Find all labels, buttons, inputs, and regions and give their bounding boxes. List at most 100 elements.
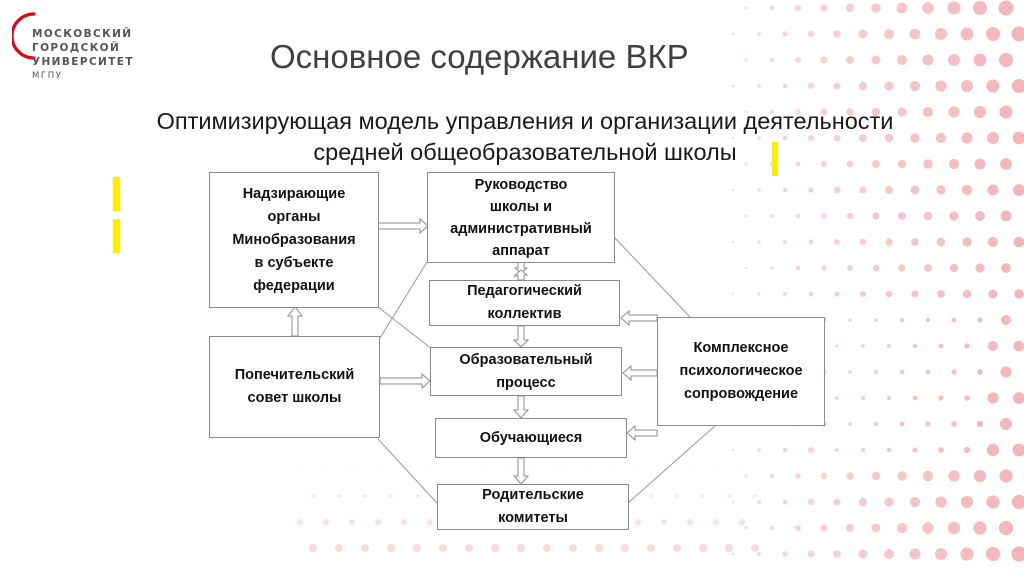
- decor-dot: [820, 108, 828, 116]
- decor-dot: [1013, 392, 1024, 404]
- decor-dot: [833, 498, 841, 506]
- decor-dot: [860, 291, 866, 297]
- decor-dot: [673, 544, 681, 552]
- arrow-trustees-to-supervisory: [286, 306, 304, 337]
- arrow-pedagogical-to-management: [514, 269, 529, 281]
- decor-dot: [887, 344, 891, 348]
- decor-dot: [896, 522, 908, 534]
- node-school-management: Руководство школы и административный апп…: [427, 172, 615, 263]
- slide-title: Основное содержание ВКР: [270, 38, 689, 75]
- decor-dot: [986, 495, 1000, 509]
- decor-dot: [886, 395, 892, 401]
- arrow-pedagogical-to-process: [512, 325, 530, 348]
- decor-dot: [731, 448, 735, 452]
- decor-dot: [770, 266, 774, 270]
- decor-dot: [833, 30, 841, 38]
- decor-dot: [884, 133, 894, 143]
- decor-dot: [923, 159, 933, 169]
- node-text-line: комитеты: [498, 510, 568, 526]
- decor-dot: [848, 422, 852, 426]
- decor-dot: [846, 56, 854, 64]
- decor-dot: [569, 544, 577, 552]
- decor-dot: [833, 134, 841, 142]
- decor-dot: [987, 392, 999, 404]
- decor-dot: [808, 187, 814, 193]
- node-educational-process: Образовательный процесс: [430, 347, 622, 396]
- decor-dot: [859, 238, 867, 246]
- decor-dot: [909, 496, 921, 508]
- decor-dot: [821, 265, 827, 271]
- decor-dot: [323, 519, 329, 525]
- decor-dot: [731, 552, 735, 556]
- decor-dot: [429, 469, 431, 471]
- arrow-process-to-students: [512, 395, 530, 419]
- decor-dot: [975, 211, 985, 221]
- decor-dot: [689, 469, 691, 471]
- node-text-line: Надзирающие: [242, 185, 346, 202]
- decor-dot: [935, 28, 947, 40]
- decor-dot: [757, 84, 761, 88]
- decor-dot: [1000, 158, 1012, 170]
- arrow-psych-to-pedagogical: [620, 309, 658, 327]
- decor-dot: [884, 549, 894, 559]
- decor-dot: [909, 28, 921, 40]
- logo-line-1: МОСКОВСКИЙ: [32, 28, 133, 40]
- decor-dot: [517, 544, 525, 552]
- decor-dot: [375, 519, 381, 525]
- decor-dot: [912, 343, 918, 349]
- decor-dot: [977, 317, 983, 323]
- decor-dot: [935, 496, 947, 508]
- arrow-trustees-to-process: [379, 372, 431, 390]
- decor-dot: [757, 292, 761, 296]
- decor-dot: [337, 494, 341, 498]
- decor-dot: [782, 239, 788, 245]
- decor-dot: [885, 290, 893, 298]
- decor-dot: [675, 494, 679, 498]
- node-text-line: процесс: [496, 374, 556, 391]
- decor-dot: [961, 80, 973, 92]
- node-text-line: совет школы: [247, 390, 342, 406]
- node-text-line: Минобразования: [232, 231, 356, 248]
- decor-dot: [897, 159, 907, 169]
- decor-dot: [687, 519, 693, 525]
- decor-dot: [507, 469, 509, 471]
- decor-dot: [741, 469, 743, 471]
- decor-dot: [1013, 236, 1024, 248]
- node-text-line: сопровождение: [683, 386, 799, 402]
- decor-dot: [988, 341, 998, 351]
- decor-dot: [922, 2, 934, 14]
- decor-dot: [872, 160, 880, 168]
- decor-dot: [731, 136, 735, 140]
- decor-dot: [757, 500, 761, 504]
- decor-dot: [948, 106, 960, 118]
- decor-dot: [949, 211, 959, 221]
- decor-dot: [387, 544, 395, 552]
- decor-dot: [744, 474, 748, 478]
- decor-dot: [595, 544, 603, 552]
- decor-dot: [795, 213, 801, 219]
- decor-dot: [951, 317, 957, 323]
- decor-dot: [309, 544, 317, 552]
- decor-dot: [543, 544, 551, 552]
- decor-dot: [727, 494, 731, 498]
- decor-dot: [427, 519, 433, 525]
- decor-dot: [713, 519, 719, 525]
- decor-dot: [389, 494, 393, 498]
- decor-dot: [871, 107, 881, 117]
- decor-dot: [897, 107, 907, 117]
- decor-dot: [756, 551, 762, 557]
- decor-dot: [948, 470, 960, 482]
- logo-arc-icon: [12, 12, 36, 60]
- decor-dot: [807, 498, 815, 506]
- decor-dot: [782, 499, 788, 505]
- node-supervisory-bodies: Надзирающие органы Минобразования в субъ…: [209, 172, 379, 308]
- decor-dot: [1013, 340, 1024, 352]
- highlight-marker-1: [113, 177, 120, 211]
- decor-dot: [925, 421, 931, 427]
- decor-dot: [923, 211, 933, 221]
- decor-dot: [297, 519, 303, 525]
- decor-dot: [744, 162, 748, 166]
- decor-dot: [377, 469, 379, 471]
- decor-dot: [977, 369, 983, 375]
